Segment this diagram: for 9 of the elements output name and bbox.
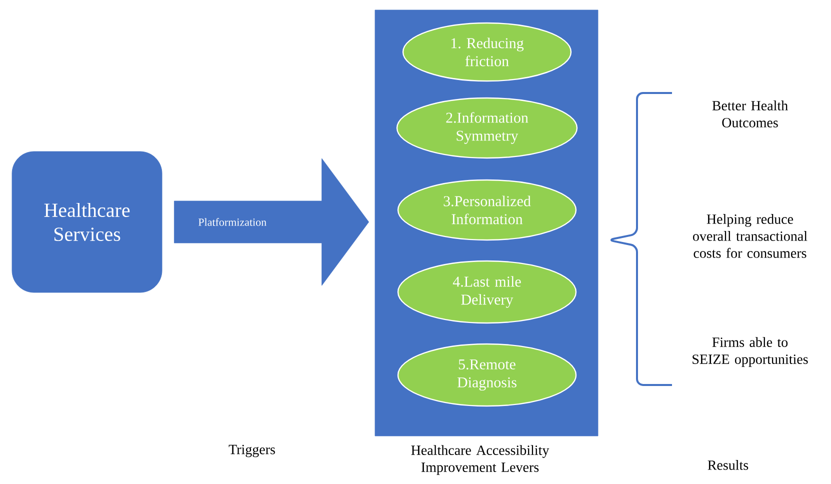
caption: Healthcare Accessibility Improvement Levers bbox=[411, 445, 550, 475]
block-arrow bbox=[174, 158, 369, 286]
caption: Triggers bbox=[228, 444, 275, 458]
result-text: Better Health Outcomes bbox=[712, 100, 788, 128]
rounded-box: Healthcare Services bbox=[12, 151, 162, 293]
result-text: Helping reduce overall transactional costs for consumers bbox=[693, 214, 808, 258]
caption: Results bbox=[708, 460, 748, 470]
edge-label: Platformization bbox=[198, 218, 266, 226]
result-text: Firms able to SEIZE opportunities bbox=[692, 337, 808, 367]
